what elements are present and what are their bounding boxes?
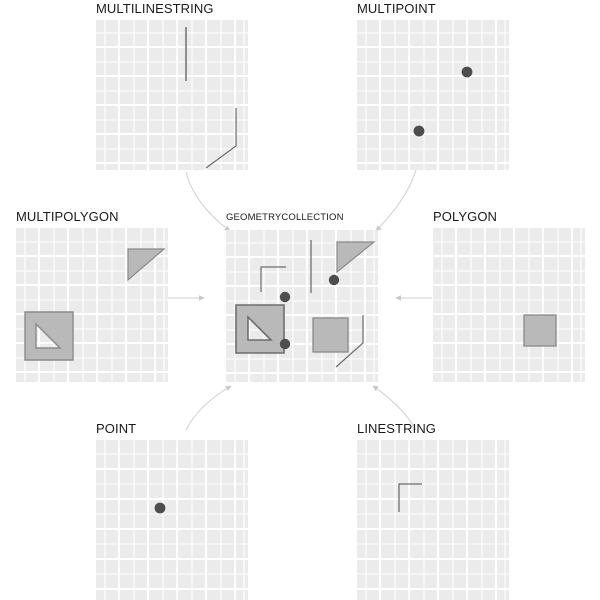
grid-lines bbox=[96, 20, 248, 170]
panel-geometrycollection: GEOMETRYCOLLECTION bbox=[226, 211, 378, 383]
grid-lines bbox=[357, 440, 509, 600]
geometry-triangle bbox=[127, 248, 166, 282]
panel-multilinestring: MULTILINESTRING bbox=[96, 2, 248, 172]
plot-multipolygon bbox=[16, 228, 168, 382]
geometry-point bbox=[154, 502, 166, 514]
panel-title-multilinestring: MULTILINESTRING bbox=[96, 1, 214, 16]
grid-lines bbox=[433, 228, 585, 382]
geometry-square bbox=[312, 317, 349, 353]
geometry-linestring-bent bbox=[205, 108, 237, 169]
geometry-point bbox=[461, 66, 473, 78]
panel-title-polygon: POLYGON bbox=[433, 209, 498, 224]
geometry-linestring-corner bbox=[398, 483, 422, 512]
geometry-point bbox=[328, 274, 340, 286]
panel-title-multipoint: MULTIPOINT bbox=[357, 1, 436, 16]
geometry-linestring-corner bbox=[260, 266, 286, 292]
geometry-triangle bbox=[336, 241, 376, 274]
panel-point: POINT bbox=[96, 422, 248, 600]
grid-lines bbox=[96, 440, 248, 600]
geometry-square-with-hole bbox=[235, 304, 285, 354]
panel-title-point: POINT bbox=[96, 421, 137, 436]
geometry-point bbox=[279, 338, 291, 350]
plot-multipoint bbox=[357, 20, 509, 170]
plot-polygon bbox=[433, 228, 585, 382]
geometry-point bbox=[279, 291, 291, 303]
panel-title-multipolygon: MULTIPOLYGON bbox=[16, 209, 119, 224]
plot-linestring bbox=[357, 440, 509, 600]
plot-geometrycollection bbox=[226, 230, 378, 382]
panel-title-linestring: LINESTRING bbox=[357, 421, 437, 436]
geometry-square-with-hole bbox=[24, 311, 74, 361]
grid-lines bbox=[16, 228, 168, 382]
panel-multipoint: MULTIPOINT bbox=[357, 2, 509, 172]
panel-linestring: LINESTRING bbox=[357, 422, 509, 600]
arrow-multilinestring-to-geometrycollection bbox=[185, 171, 231, 232]
geometry-square bbox=[523, 314, 557, 347]
panel-title-geometrycollection: GEOMETRYCOLLECTION bbox=[226, 212, 344, 223]
plot-point bbox=[96, 440, 248, 600]
panel-multipolygon: MULTIPOLYGON bbox=[16, 210, 168, 382]
geometry-point bbox=[413, 125, 425, 137]
panel-polygon: POLYGON bbox=[433, 210, 585, 382]
grid-lines bbox=[357, 20, 509, 170]
arrow-multipoint-to-geometrycollection bbox=[375, 169, 417, 232]
geometry-linestring-bent bbox=[335, 315, 364, 368]
plot-multilinestring bbox=[96, 20, 248, 170]
